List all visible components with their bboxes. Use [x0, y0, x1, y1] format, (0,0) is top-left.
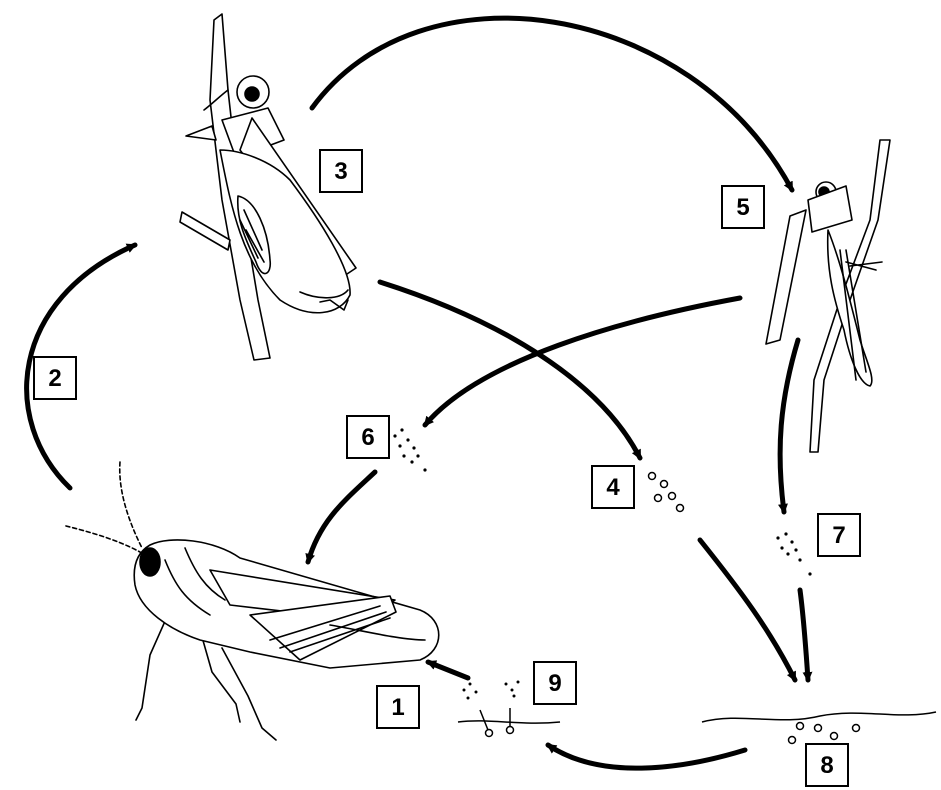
label-9: 9 [548, 670, 561, 697]
label-5: 5 [736, 194, 749, 221]
label-7: 7 [832, 522, 845, 549]
germinating-spores-9 [463, 681, 520, 737]
spores-6 [393, 428, 426, 471]
spores-4 [649, 473, 684, 512]
arrow-8-to-9 [548, 745, 745, 768]
ground-line-left [458, 721, 560, 723]
label-2: 2 [48, 365, 61, 392]
arrow-4-to-8 [700, 540, 795, 680]
arrow-3-to-5 [312, 18, 792, 190]
label-8: 8 [820, 752, 833, 779]
arrow-7-to-8 [800, 590, 808, 680]
label-4: 4 [606, 474, 620, 501]
label-1: 1 [391, 694, 404, 721]
arrow-6-to-1 [308, 472, 375, 562]
arrow-9-to-1 [428, 662, 468, 678]
label-6: 6 [361, 424, 374, 451]
label-3: 3 [334, 158, 347, 185]
arrow-3-to-4 [380, 282, 640, 458]
arrow-5-to-7 [780, 340, 798, 512]
spores-8 [789, 723, 860, 744]
ground-line-right [702, 712, 936, 722]
spores-7 [776, 532, 811, 575]
